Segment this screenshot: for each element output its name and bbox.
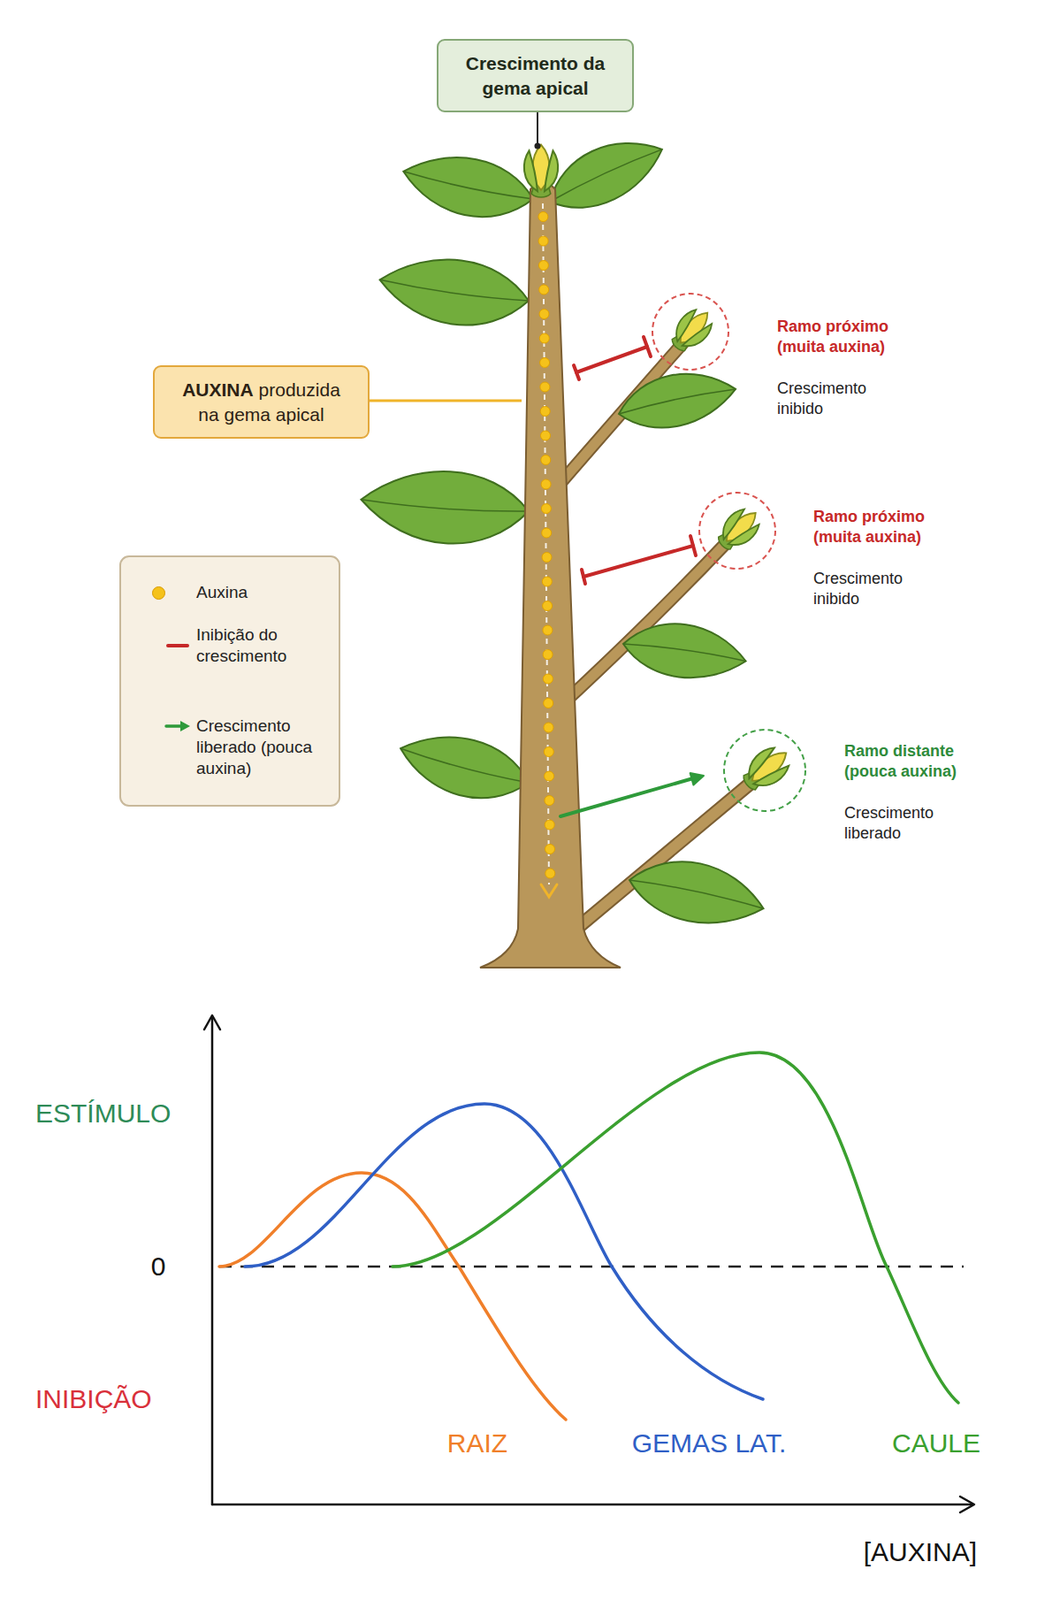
bud-highlight — [652, 293, 729, 370]
bud-highlight — [699, 492, 776, 569]
auxin-dot — [540, 381, 550, 392]
branch — [558, 536, 732, 708]
auxin-path — [542, 203, 549, 885]
branch-label: Ramo distante (pouca auxina) — [844, 740, 973, 783]
auxin-dot — [541, 576, 552, 587]
curve-lateral-buds — [244, 1103, 763, 1399]
apical-bud — [524, 144, 558, 198]
branch — [558, 536, 732, 708]
auxin-dot — [540, 406, 550, 417]
lateral-bud — [736, 739, 797, 798]
node-text: Crescimento da gema apical — [465, 53, 606, 98]
release-arrow — [560, 772, 704, 816]
status-label: Crescimento liberado — [844, 802, 977, 845]
legend-text: Crescimento liberado (pouca auxina) — [196, 715, 331, 779]
legend-text: Inibição do crescimento — [196, 624, 331, 667]
curve-stem — [392, 1052, 959, 1403]
legend-text: Auxina — [196, 581, 331, 603]
lateral-bud — [664, 302, 719, 358]
auxin-dot — [544, 795, 555, 806]
auxin-dot — [539, 333, 549, 344]
legend-swatch — [152, 586, 166, 600]
leaf — [619, 616, 750, 687]
auxin-dot — [541, 479, 551, 489]
leaf — [623, 849, 770, 936]
auxin-dot — [543, 722, 554, 732]
inhibition-symbol — [581, 535, 696, 584]
branch-label: Ramo próximo (muita auxina) — [777, 316, 901, 359]
auxin-dot — [542, 601, 553, 611]
auxin-dot — [538, 236, 549, 246]
auxin-dot — [541, 527, 552, 538]
auxin-dot — [544, 770, 555, 781]
leaf — [613, 362, 741, 438]
auxin-dot — [543, 747, 554, 757]
auxin-dot — [542, 649, 553, 660]
title-box: Crescimento da gema apical — [436, 38, 634, 113]
curve-label: RAIZ — [447, 1426, 508, 1459]
leaf — [392, 722, 535, 812]
status-label: Crescimento inibido — [777, 378, 893, 420]
node-text-block: AUXINAproduzida na gema apical — [172, 377, 351, 427]
auxin-dot — [541, 552, 552, 563]
auxin-dots — [538, 212, 556, 879]
axis-label: INIBIÇÃO — [35, 1382, 153, 1415]
auxin-dot — [542, 625, 553, 635]
status-label: Crescimento inibido — [813, 568, 929, 610]
auxin-dot — [538, 212, 549, 222]
legend-arrow-sample — [166, 720, 191, 732]
auxin-dot — [541, 503, 551, 514]
auxin-dot — [539, 309, 549, 320]
auxin-dot — [542, 673, 553, 684]
auxin-dot — [543, 698, 554, 709]
leader-line — [536, 112, 539, 145]
leaf — [538, 123, 673, 224]
axis-label: ESTÍMULO — [35, 1097, 171, 1129]
node-text: AUXINA — [182, 379, 254, 400]
graph-axes — [204, 1014, 975, 1512]
auxin-flow-arrow — [541, 884, 557, 897]
legend-line-sample — [167, 643, 188, 648]
leader-dot — [534, 143, 542, 150]
zero-line — [219, 1265, 964, 1268]
lateral-bud — [711, 502, 767, 557]
auxin-dot — [545, 868, 556, 878]
auxin-dot — [544, 819, 555, 830]
legend-panel — [120, 556, 340, 806]
branch-label: Ramo próximo (muita auxina) — [813, 506, 938, 549]
callout-box: AUXINAproduzida na gema apical — [152, 365, 370, 439]
auxin-dot — [538, 260, 549, 271]
auxin-dot — [541, 430, 551, 441]
node-text-block: Crescimento da gema apical — [456, 51, 615, 100]
leader-line — [369, 399, 522, 403]
leaf — [396, 144, 539, 229]
axis-label: [AUXINA] — [863, 1535, 977, 1568]
curve-label: GEMAS LAT. — [632, 1426, 787, 1459]
leaf — [358, 465, 531, 549]
auxin-dot — [545, 844, 556, 854]
auxin-dot — [541, 455, 551, 466]
leaf — [374, 249, 533, 335]
axis-tick: 0 — [151, 1250, 167, 1282]
auxin-dot — [539, 284, 549, 295]
inhibition-symbol — [573, 336, 651, 380]
auxin-dot — [540, 358, 550, 368]
bud-highlight — [724, 729, 806, 811]
curve-root — [219, 1172, 566, 1419]
curve-label: CAULE — [892, 1426, 981, 1459]
